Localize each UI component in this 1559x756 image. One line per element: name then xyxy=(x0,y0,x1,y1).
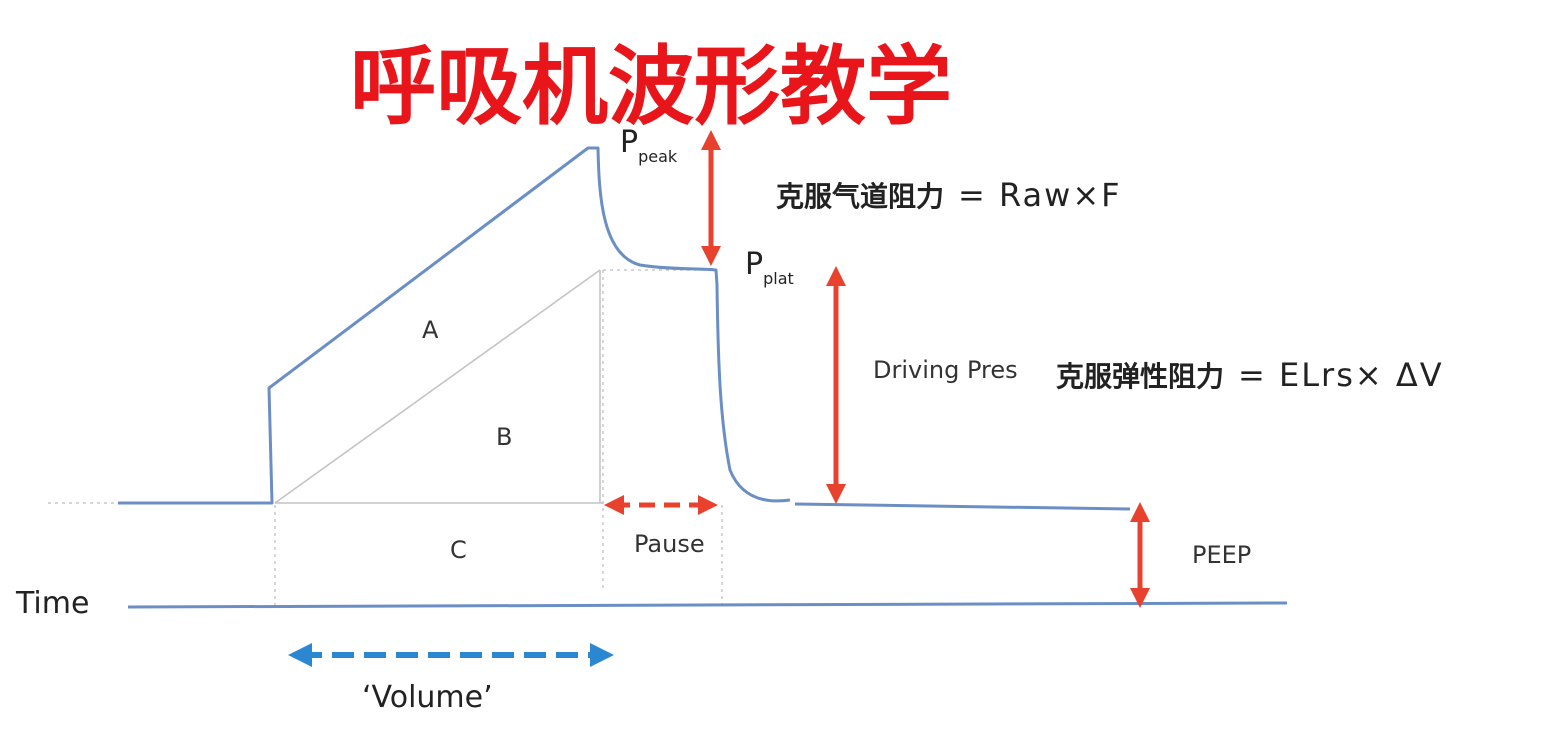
region-b-label: B xyxy=(496,423,512,451)
p-plat-label: Pplat xyxy=(745,247,794,288)
volume-label: ‘Volume’ xyxy=(362,680,493,715)
region-outline xyxy=(274,269,603,504)
p-peak-label: Ppeak xyxy=(620,125,678,166)
p-peak-sub: peak xyxy=(638,147,678,166)
elastic-resistance-formula: 克服弹性阻力 = ELrs× ΔV xyxy=(1056,356,1444,394)
p-peak-main: P xyxy=(620,125,638,160)
airway-formula-eq: = Raw×F xyxy=(958,176,1122,214)
pause-label: Pause xyxy=(634,530,705,558)
p-plat-sub: plat xyxy=(763,269,794,288)
region-c-label: C xyxy=(450,536,467,564)
airway-resistance-formula: 克服气道阻力 = Raw×F xyxy=(776,176,1122,214)
region-a-label: A xyxy=(422,316,439,344)
pressure-waveform xyxy=(118,146,791,505)
peep-baseline xyxy=(794,502,1131,511)
elastic-formula-eq: = ELrs× ΔV xyxy=(1238,356,1444,394)
page-title: 呼吸机波形教学 xyxy=(350,37,952,137)
time-axis xyxy=(127,601,1288,609)
region-b-diagonal xyxy=(274,269,601,504)
peep-label: PEEP xyxy=(1192,541,1251,569)
guide-lines xyxy=(48,269,723,607)
airway-formula-cn: 克服气道阻力 xyxy=(776,180,944,213)
driving-pres-label: Driving Pres xyxy=(873,356,1018,384)
time-label: Time xyxy=(15,586,89,621)
p-plat-main: P xyxy=(745,247,763,282)
elastic-formula-cn: 克服弹性阻力 xyxy=(1056,360,1224,393)
